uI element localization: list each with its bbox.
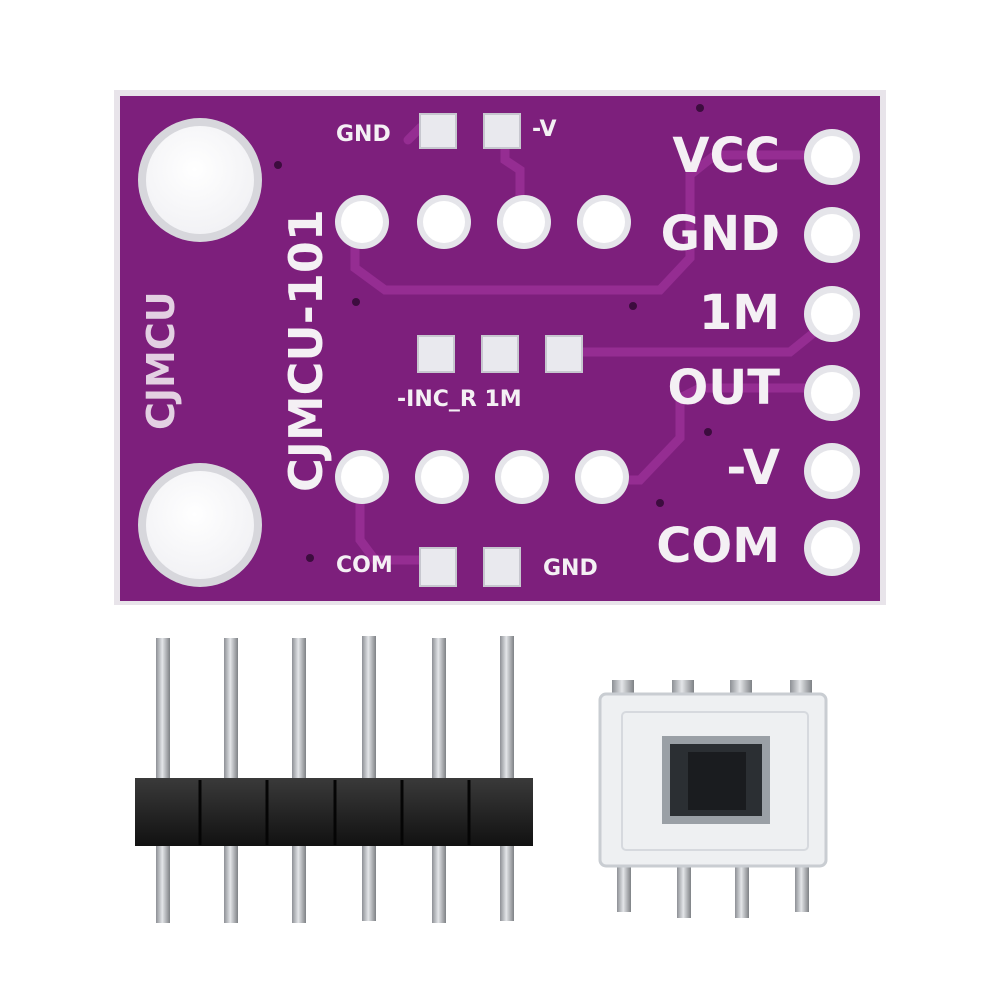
edge-pad (804, 207, 860, 263)
pin-label-com: COM (656, 518, 780, 574)
through-hole-pad (335, 450, 389, 504)
through-hole-pad (577, 195, 631, 249)
pin-header (135, 636, 533, 923)
dip8-sensor-chip (598, 680, 828, 918)
edge-pad (804, 443, 860, 499)
through-hole-pad (575, 450, 629, 504)
through-hole-pad (417, 195, 471, 249)
header-pins (156, 636, 514, 923)
through-hole-pad (495, 450, 549, 504)
brand-label: CJMCU (139, 291, 183, 430)
top-pad-label-gnd: GND (336, 122, 391, 147)
pcb-board: CJMCU CJMCU-101 GND -V -INC_R 1M COM GND (114, 90, 886, 605)
pin-label-1m: 1M (699, 285, 780, 341)
mounting-hole-bottom (138, 463, 262, 587)
vias (274, 104, 712, 562)
ic-socket-holes (335, 195, 631, 504)
top-pad-label-neg-v: -V (532, 117, 557, 142)
through-hole-pad (335, 195, 389, 249)
header-plastic-strip (135, 778, 533, 846)
edge-pad (804, 365, 860, 421)
sensor-die (662, 736, 770, 824)
pin-labels: VCC GND 1M OUT -V COM (656, 128, 780, 574)
bottom-pad-label-gnd: GND (543, 556, 598, 581)
pin-label-vcc: VCC (672, 128, 780, 184)
through-hole-pad (497, 195, 551, 249)
model-label: CJMCU-101 (279, 209, 333, 492)
edge-pad (804, 286, 860, 342)
edge-pad (804, 129, 860, 185)
middle-pad-labels: -INC_R 1M (397, 387, 522, 412)
mounting-hole-top (138, 118, 262, 242)
bottom-pad-label-com: COM (336, 553, 393, 578)
edge-pad (804, 520, 860, 576)
smd-pads (417, 113, 583, 587)
pin-label-neg-v: -V (726, 440, 780, 496)
pin-label-gnd: GND (661, 206, 780, 262)
edge-pin-pads (804, 129, 860, 576)
chip-pins (612, 680, 812, 918)
through-hole-pad (415, 450, 469, 504)
pin-label-out: OUT (667, 360, 780, 416)
